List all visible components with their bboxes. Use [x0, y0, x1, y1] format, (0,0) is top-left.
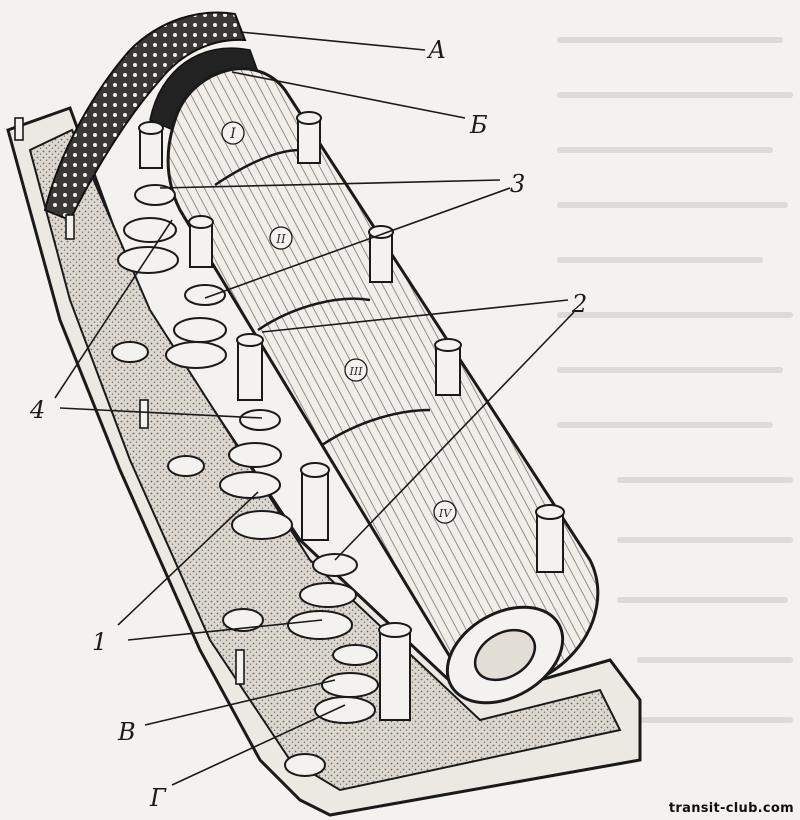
leader-3b — [204, 187, 511, 299]
hex-nut-left-4 — [284, 753, 326, 777]
valve-adjuster-5 — [314, 644, 379, 724]
leader-4b — [59, 407, 263, 419]
stud-nut-6 — [434, 338, 462, 396]
valve-adjuster-1 — [117, 184, 179, 274]
leader-3a — [159, 179, 501, 189]
hex-nut-left-2 — [167, 455, 205, 477]
stud-nut-4 — [188, 215, 214, 268]
stud-nut-2 — [296, 111, 322, 164]
label-G: Г — [149, 784, 167, 812]
leader-4a — [54, 219, 173, 399]
stud-nut-3 — [368, 225, 394, 283]
stud-nut-5 — [236, 333, 264, 401]
label-2: 2 — [571, 290, 587, 318]
leader-G — [171, 704, 346, 786]
leader-A — [239, 31, 426, 51]
stud-nut-1 — [138, 121, 164, 169]
journal-label-4: IV — [438, 507, 452, 520]
label-V: В — [117, 718, 136, 746]
timing-chain — [43, 11, 247, 222]
journal-markers: I II III IV — [221, 121, 457, 524]
label-1: 1 — [92, 628, 107, 656]
watermark: transit-club.com — [668, 801, 794, 816]
camshaft — [166, 67, 600, 705]
bearing-cap-studs — [111, 111, 565, 777]
housing-studs — [14, 117, 245, 685]
journal-label-2: II — [275, 232, 286, 246]
leader-1a — [117, 491, 259, 626]
label-A: А — [426, 36, 446, 64]
leader-lines — [54, 31, 575, 786]
stud-nut-7 — [300, 462, 330, 541]
background-text-residue — [557, 37, 793, 723]
label-B: Б — [469, 111, 488, 139]
leader-B — [231, 71, 466, 119]
valve-adjuster-4 — [287, 553, 358, 640]
stud-nut-8 — [535, 504, 565, 573]
head-inner-cavity — [28, 128, 622, 792]
valve-adjusters — [117, 184, 379, 724]
leader-2a — [261, 299, 569, 333]
label-3: 3 — [510, 170, 525, 198]
leader-1b — [127, 619, 323, 641]
leader-V — [144, 679, 336, 726]
leader-2b — [334, 311, 575, 561]
valve-adjuster-2 — [165, 284, 227, 369]
valve-adjuster-3 — [219, 409, 293, 540]
label-4: 4 — [29, 396, 45, 424]
journal-label-1: I — [229, 126, 236, 142]
hex-nut-left-3 — [222, 608, 264, 632]
journal-label-3: III — [348, 365, 363, 378]
stud-nut-9 — [378, 622, 412, 721]
hex-nut-left-1 — [111, 341, 149, 363]
